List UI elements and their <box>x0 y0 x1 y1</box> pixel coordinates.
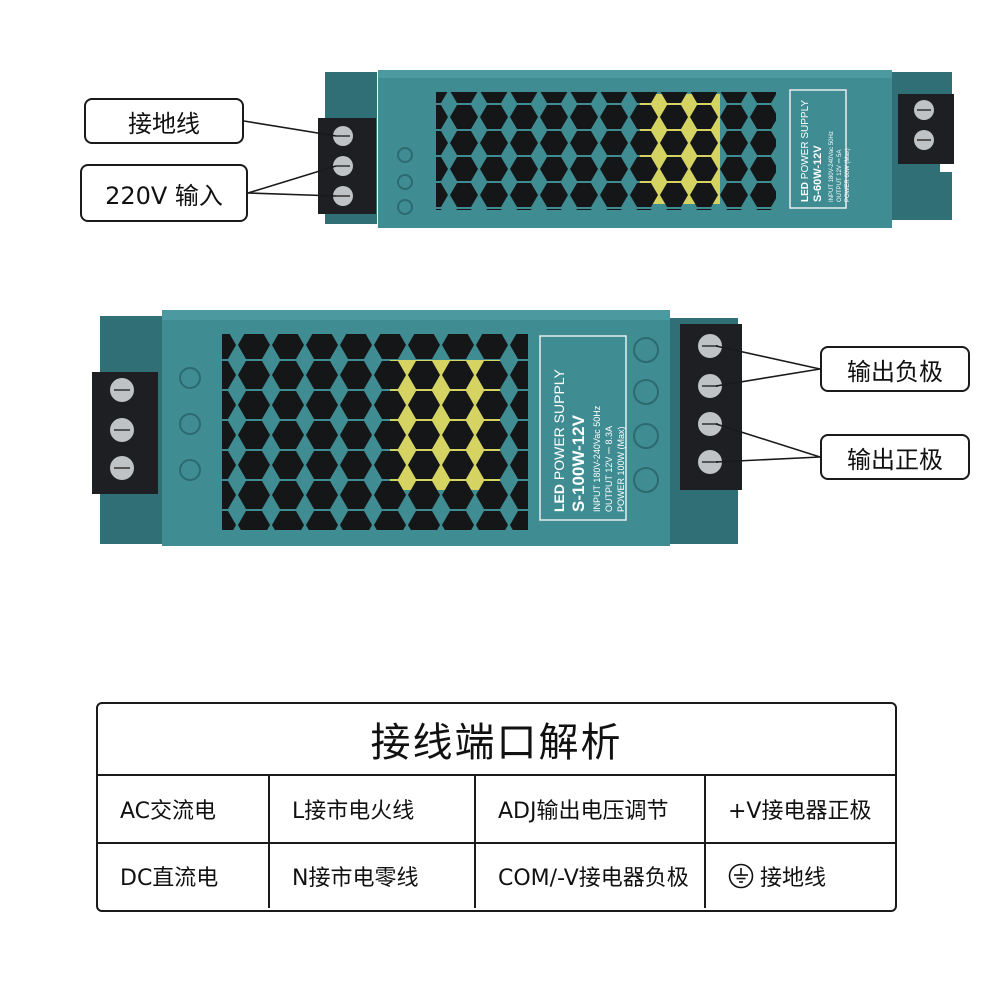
callout-ac-input: 220V 输入 <box>80 164 248 222</box>
callout-output-negative: 输出负极 <box>820 346 970 392</box>
psu-bottom-vent-grille <box>222 334 528 530</box>
psu-bottom-model: S-100W-12V <box>569 414 588 512</box>
psu-top-model: S-60W-12V <box>812 145 824 202</box>
psu-top-power: POWER 60W (Max) <box>845 148 851 202</box>
psu-top-brand-title: LED POWER SUPPLY <box>800 100 811 202</box>
psu-bottom-output: OUTPUT 12V ⎓ 8.3A <box>604 426 614 512</box>
table-cell: +V接电器正极 <box>704 776 895 842</box>
ground-label: 接地线 <box>760 866 827 891</box>
table-cell: AC交流电 <box>120 799 217 824</box>
psu-top-input: INPUT 180V-240Vac 50Hz <box>829 131 835 202</box>
table-row: AC交流电 L接市电火线 ADJ输出电压调节 +V接电器正极 <box>98 776 895 842</box>
callout-output-negative-label: 输出负极 <box>847 357 943 386</box>
table-cell: DC直流电 <box>120 866 219 891</box>
table-title: 接线端口解析 <box>98 704 895 776</box>
table-row: DC直流电 N接市电零线 COM/-V接电器负极 接地线 <box>98 842 895 908</box>
table-cell-ground: 接地线 <box>704 844 895 908</box>
callout-ground-top: 接地线 <box>84 98 244 144</box>
ground-icon <box>728 863 754 889</box>
table-cell: L接市电火线 <box>268 776 474 842</box>
callout-output-positive: 输出正极 <box>820 434 970 480</box>
table-cell: ADJ输出电压调节 <box>474 776 704 842</box>
psu-top-vent-grille <box>436 92 776 210</box>
psu-illustration: LED POWER SUPPLY S-60W-12V INPUT 180V-24… <box>92 70 954 546</box>
callout-ground-top-label: 接地线 <box>128 109 200 138</box>
table-cell: N接市电零线 <box>268 844 474 908</box>
callout-ac-input-label: 220V 输入 <box>105 181 223 210</box>
psu-bottom-input: INPUT 180V-240Vac 50Hz <box>592 405 602 512</box>
psu-bottom-power: POWER 100W (Max) <box>616 426 626 512</box>
psu-bottom-label: LED POWER SUPPLY S-100W-12V INPUT 180V-2… <box>539 335 627 521</box>
psu-bottom: LED POWER SUPPLY S-100W-12V INPUT 180V-2… <box>92 310 742 546</box>
terminal-legend-table: 接线端口解析 AC交流电 L接市电火线 ADJ输出电压调节 +V接电器正极 DC… <box>96 702 897 912</box>
psu-top-output: OUTPUT 12V ⎓ 5A <box>837 150 843 202</box>
psu-top: LED POWER SUPPLY S-60W-12V INPUT 180V-24… <box>318 70 954 228</box>
psu-top-label: LED POWER SUPPLY S-60W-12V INPUT 180V-24… <box>789 89 851 209</box>
table-cell: COM/-V接电器负极 <box>474 844 704 908</box>
leader-lines <box>243 120 821 463</box>
callout-output-positive-label: 输出正极 <box>847 445 943 474</box>
psu-bottom-brand-title: LED POWER SUPPLY <box>551 368 567 512</box>
